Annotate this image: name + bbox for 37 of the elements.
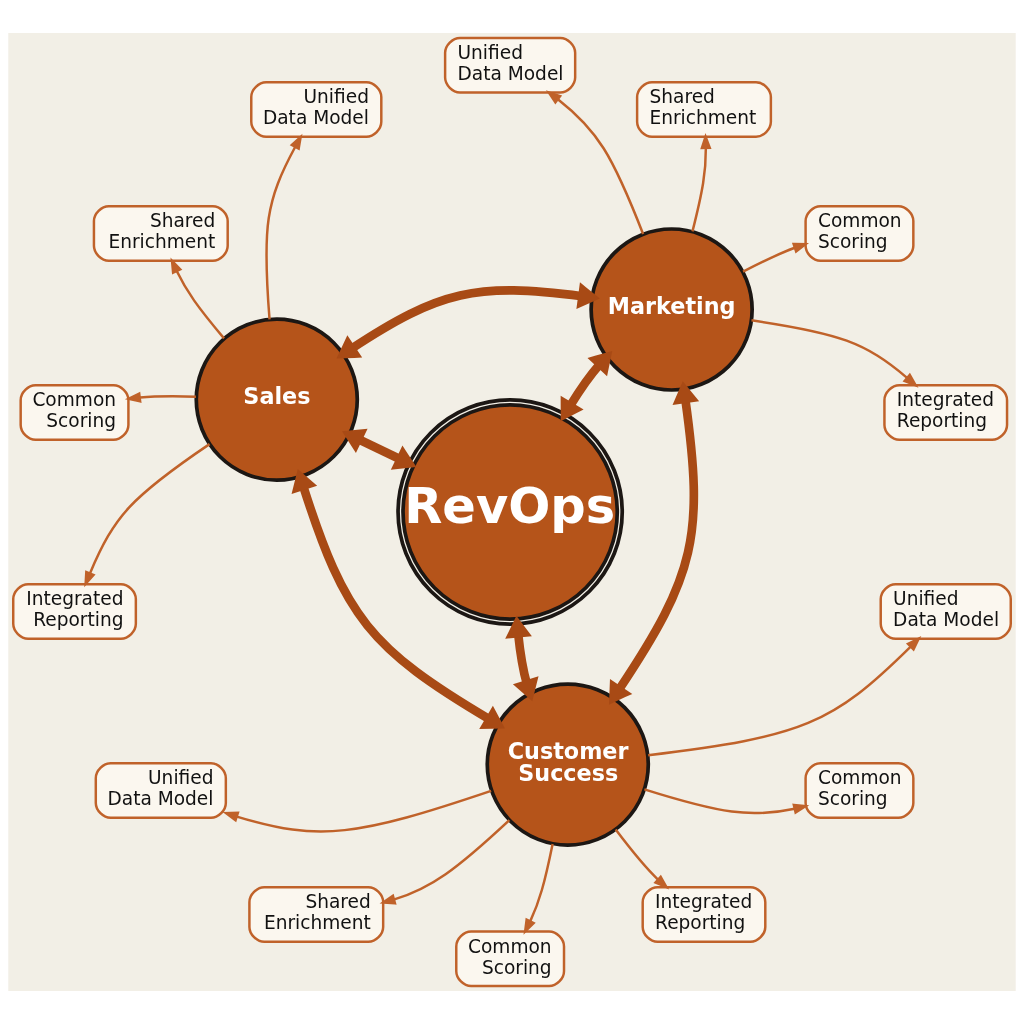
node-box: Common Scoring: [804, 762, 915, 820]
arrow: [336, 282, 600, 359]
arrow: [84, 443, 211, 588]
arrow: [742, 242, 809, 273]
arrow: [523, 843, 554, 935]
node-circle: RevOps: [396, 398, 625, 626]
node-box: Integrated Reporting: [883, 384, 1009, 442]
arrow: [222, 789, 492, 833]
arrow: [170, 257, 225, 340]
node-box: Common Scoring: [455, 930, 566, 988]
arrow: [608, 381, 700, 705]
node-box: Shared Enrichment: [248, 886, 385, 944]
arrow: [342, 428, 417, 470]
node-circle: Customer Success: [485, 682, 651, 847]
arrow: [124, 391, 196, 403]
arrow: [560, 351, 613, 422]
arrow: [545, 90, 645, 235]
node-box: Unified Data Model: [879, 582, 1012, 640]
node-circle: Sales: [194, 317, 360, 482]
node-box: Common Scoring: [804, 204, 915, 262]
arrow: [644, 788, 810, 815]
arrow: [265, 133, 303, 320]
node-box: Integrated Reporting: [12, 582, 138, 640]
arrow: [291, 468, 505, 729]
node-box: Unified Data Model: [443, 36, 577, 94]
node-box: Unified Data Model: [250, 80, 383, 138]
node-box: Common Scoring: [19, 384, 130, 442]
arrow: [691, 133, 712, 232]
arrow: [648, 636, 922, 757]
node-box: Shared Enrichment: [92, 204, 229, 262]
arrow: [751, 319, 919, 388]
arrow: [505, 615, 539, 702]
arrow: [379, 819, 511, 905]
node-box: Shared Enrichment: [635, 80, 773, 138]
node-box: Unified Data Model: [94, 762, 228, 820]
arrow: [614, 828, 670, 890]
node-box: Integrated Reporting: [641, 886, 767, 944]
